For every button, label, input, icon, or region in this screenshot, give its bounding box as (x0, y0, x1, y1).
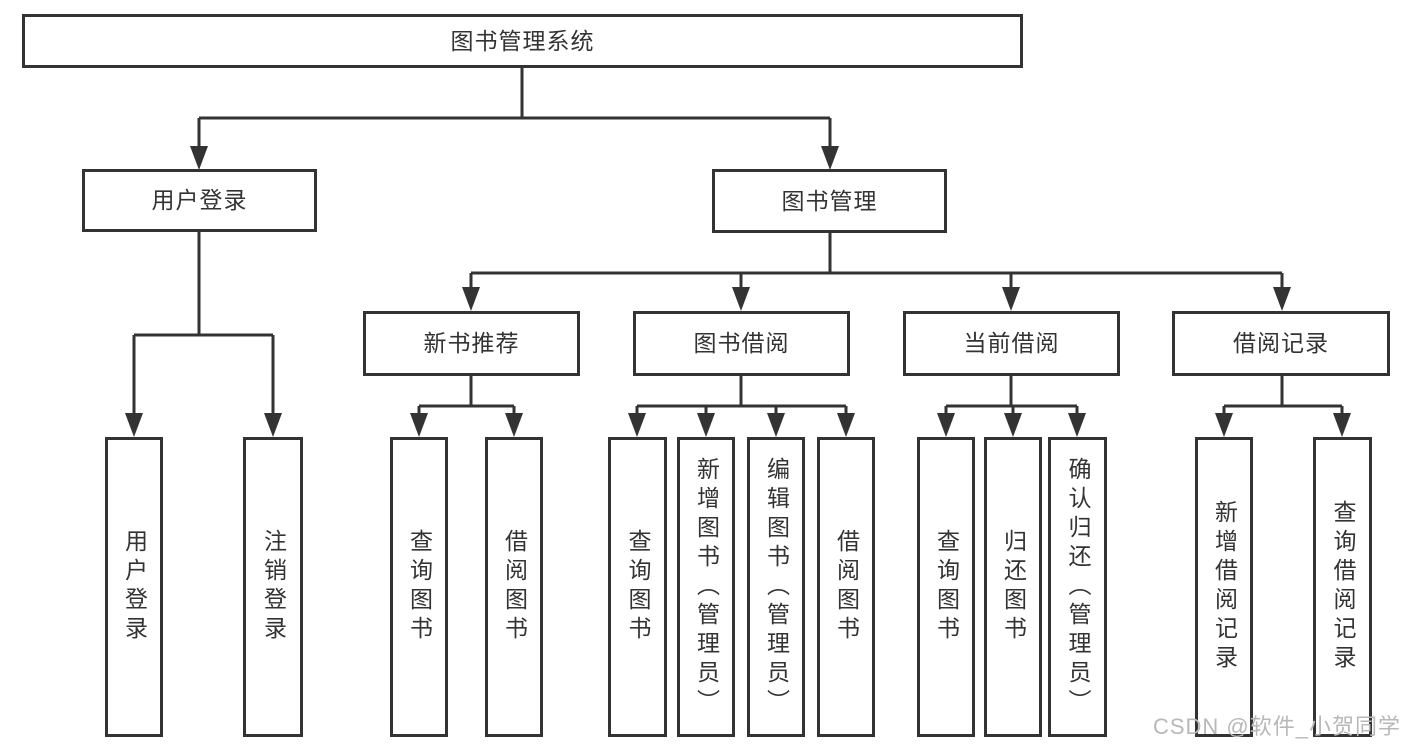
node-label: 新书推荐 (423, 330, 520, 356)
node-label: 图书借阅 (693, 330, 790, 356)
node-label: 图书管理系统 (450, 27, 595, 54)
node-leaf-query-borrow-record: 查询借阅记录 (1313, 437, 1372, 737)
node-label: 新增图书（管理员） (693, 456, 720, 718)
node-label: 查询借阅记录 (1330, 500, 1356, 674)
node-current-borrowing: 当前借阅 (903, 311, 1120, 376)
node-leaf-borrow-books-2: 借阅图书 (817, 437, 875, 737)
node-label: 查询图书 (625, 529, 651, 645)
node-label: 当前借阅 (963, 330, 1060, 356)
node-new-book-recommendation: 新书推荐 (363, 311, 580, 376)
node-leaf-query-books-2: 查询图书 (608, 437, 667, 737)
node-leaf-add-books-admin: 新增图书（管理员） (677, 437, 735, 737)
node-label: 新增借阅记录 (1211, 500, 1238, 674)
node-label: 确认归还（管理员） (1065, 456, 1091, 718)
node-leaf-confirm-return-admin: 确认归还（管理员） (1048, 437, 1107, 737)
node-book-borrowing: 图书借阅 (633, 311, 850, 376)
node-label: 用户登录 (121, 529, 148, 645)
node-label: 归还图书 (1000, 529, 1027, 645)
node-leaf-add-borrow-record: 新增借阅记录 (1195, 437, 1253, 737)
node-label: 用户登录 (151, 187, 248, 213)
node-leaf-user-login: 用户登录 (105, 437, 163, 737)
node-label: 借阅图书 (501, 529, 528, 645)
node-book-management: 图书管理 (712, 169, 947, 233)
node-leaf-query-books-3: 查询图书 (917, 437, 975, 737)
node-leaf-borrow-books-1: 借阅图书 (485, 437, 543, 737)
node-label: 查询图书 (933, 529, 960, 645)
watermark-text: CSDN @软件_小贺同学 (1152, 714, 1401, 739)
node-label: 查询图书 (406, 529, 433, 645)
node-label: 借阅图书 (833, 529, 860, 645)
node-leaf-logout: 注销登录 (243, 437, 303, 737)
node-label: 借阅记录 (1233, 330, 1329, 356)
node-label: 注销登录 (260, 529, 287, 645)
node-leaf-return-books: 归还图书 (984, 437, 1042, 737)
node-user-login: 用户登录 (82, 169, 317, 232)
node-leaf-edit-books-admin: 编辑图书（管理员） (747, 437, 805, 737)
node-borrowing-records: 借阅记录 (1172, 311, 1390, 376)
node-leaf-query-books-1: 查询图书 (390, 437, 448, 737)
node-label: 编辑图书（管理员） (763, 456, 790, 718)
node-library-management-system: 图书管理系统 (22, 14, 1023, 68)
node-label: 图书管理 (781, 187, 878, 214)
